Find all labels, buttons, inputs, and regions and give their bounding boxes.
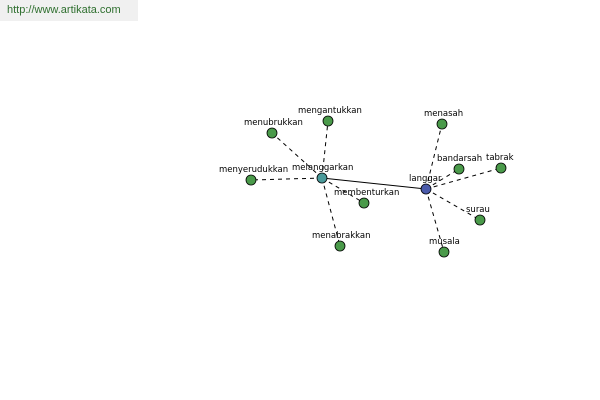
- node-label-bandarsah: bandarsah: [437, 154, 482, 164]
- node-menyerudukkan[interactable]: [245, 174, 257, 186]
- node-membenturkan[interactable]: [358, 197, 370, 209]
- node-label-langgar: langgar: [409, 174, 442, 184]
- edge-langgar-surau: [425, 188, 481, 221]
- edge-melanggarkan-langgar: [321, 177, 427, 190]
- node-label-menasah: menasah: [424, 109, 463, 119]
- node-musala[interactable]: [438, 246, 450, 258]
- edge-melanggarkan-menubrukkan: [271, 132, 323, 179]
- nodes-layer: [245, 115, 507, 258]
- node-menabrakkan[interactable]: [334, 240, 346, 252]
- node-label-surau: surau: [466, 205, 490, 215]
- edge-langgar-musala: [425, 188, 445, 253]
- watermark-bar: http://www.artikata.com: [0, 0, 138, 21]
- node-mengantukkan[interactable]: [322, 115, 334, 127]
- edge-melanggarkan-membenturkan: [321, 177, 365, 204]
- node-label-menabrakkan: menabrakkan: [312, 231, 371, 241]
- watermark-url: http://www.artikata.com: [7, 4, 121, 16]
- node-surau[interactable]: [474, 214, 486, 226]
- node-label-menubrukkan: menubrukkan: [244, 118, 303, 128]
- node-label-musala: musala: [429, 237, 460, 247]
- edge-melanggarkan-menabrakkan: [321, 177, 341, 247]
- node-tabrak[interactable]: [495, 162, 507, 174]
- node-bandarsah[interactable]: [453, 163, 465, 175]
- edge-langgar-bandarsah: [425, 168, 460, 190]
- node-label-melanggarkan: melanggarkan: [292, 163, 353, 173]
- node-label-menyerudukkan: menyerudukkan: [219, 165, 288, 175]
- node-label-membenturkan: membenturkan: [334, 188, 399, 198]
- edge-melanggarkan-menyerudukkan: [250, 177, 323, 181]
- edge-langgar-tabrak: [425, 167, 502, 190]
- node-menasah[interactable]: [436, 118, 448, 130]
- node-label-tabrak: tabrak: [486, 153, 514, 163]
- edge-melanggarkan-mengantukkan: [321, 120, 329, 179]
- edge-langgar-menasah: [425, 123, 443, 190]
- labels-layer: melanggarkan langgar menubrukkan mengantukk…: [219, 106, 514, 247]
- edges-layer: [250, 120, 502, 253]
- node-langgar[interactable]: [420, 183, 432, 195]
- node-menubrukkan[interactable]: [266, 127, 278, 139]
- node-melanggarkan[interactable]: [316, 172, 328, 184]
- node-label-mengantukkan: mengantukkan: [298, 106, 362, 116]
